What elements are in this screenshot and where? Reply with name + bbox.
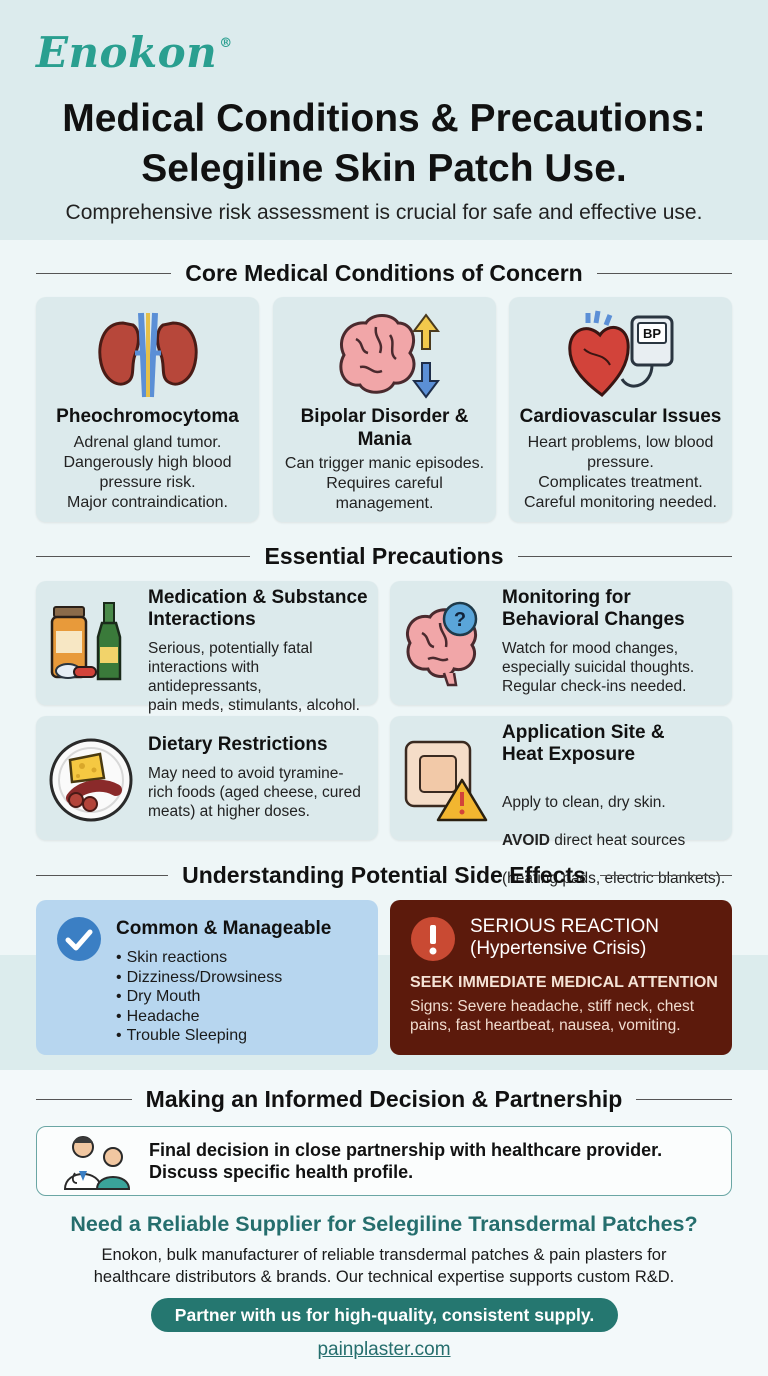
precaution-title: Monitoring for Behavioral Changes: [502, 587, 685, 630]
condition-description: Can trigger manic episodes. Requires car…: [284, 455, 485, 512]
side-effects-serious-title: SERIOUS REACTION (Hypertensive Crisis): [470, 916, 659, 959]
cta-heading: Need a Reliable Supplier for Selegiline …: [70, 1212, 698, 1236]
brain-question-icon: ?: [400, 597, 490, 687]
section-heading-decision: Making an Informed Decision & Partnershi…: [36, 1084, 733, 1114]
page-title-line-1: Medical Conditions & Precautions:: [62, 97, 706, 140]
side-effects-common-list: Skin reactions Dizziness/Drowsiness Dry …: [116, 948, 283, 1046]
checkmark-icon: [56, 916, 102, 967]
heart-bp-monitor-icon: BP: [509, 309, 732, 401]
cta-body: Enokon, bulk manufacturer of reliable tr…: [93, 1246, 675, 1286]
alert-icon: [410, 916, 456, 967]
precaution-description: May need to avoid tyramine- rich foods (…: [148, 765, 361, 820]
precaution-card-interactions: Medication & Substance Interactions Seri…: [36, 581, 378, 714]
precaution-card-diet: Dietary Restrictions May need to avoid t…: [36, 716, 378, 840]
side-effects-common-card: Common & Manageable Skin reactions Dizzi…: [36, 900, 378, 1055]
page-title: Medical Conditions & Precautions: Selegi…: [0, 94, 768, 194]
condition-card-cardiovascular: BP Cardiovascular Issues Heart problems,…: [509, 297, 732, 522]
doctor-patient-icon: [61, 1133, 133, 1191]
side-effects-common-title: Common & Manageable: [116, 918, 332, 939]
condition-title: Cardiovascular Issues: [519, 406, 722, 427]
brand-logo: Enokon®: [36, 28, 233, 77]
condition-card-pheochromocytoma: Pheochromocytoma Adrenal gland tumor. Da…: [36, 297, 259, 522]
condition-title: Bipolar Disorder & Mania: [300, 406, 469, 450]
precaution-description: Watch for mood changes, especially suici…: [502, 640, 695, 695]
food-plate-icon: [46, 732, 136, 822]
pills-bottle-icon: [46, 597, 136, 687]
website-link[interactable]: painplaster.com: [317, 1339, 451, 1360]
decision-box: Final decision in close partnership with…: [36, 1126, 732, 1196]
precaution-title: Dietary Restrictions: [148, 734, 328, 755]
serious-signs-text: Signs: Severe headache, stiff neck, ches…: [410, 998, 695, 1034]
side-effects-serious-card: SERIOUS REACTION (Hypertensive Crisis) S…: [390, 900, 732, 1055]
precaution-card-behavioral: ? Monitoring for Behavioral Changes Watc…: [390, 581, 732, 705]
header-band: [0, 0, 768, 240]
brain-arrows-icon: [273, 309, 496, 401]
precaution-description: Apply to clean, dry skin. AVOID direct h…: [502, 794, 726, 887]
condition-title: Pheochromocytoma: [56, 406, 239, 427]
bp-monitor-label: BP: [642, 326, 660, 341]
list-item: Headache: [116, 1007, 282, 1027]
decision-text: Final decision in close partnership with…: [149, 1140, 663, 1182]
page-title-line-2: Selegiline Skin Patch Use.: [141, 147, 627, 190]
condition-card-bipolar: Bipolar Disorder & Mania Can trigger man…: [273, 297, 496, 522]
section-heading-precautions: Essential Precautions: [36, 541, 733, 571]
precaution-card-application-site: Application Site & Heat Exposure Apply t…: [390, 716, 732, 887]
section-heading-core: Core Medical Conditions of Concern: [36, 258, 733, 288]
list-item: Skin reactions: [116, 948, 282, 968]
kidney-icon: [36, 309, 259, 401]
precaution-title: Medication & Substance Interactions: [148, 587, 368, 630]
avoid-emphasis: AVOID: [502, 832, 550, 849]
list-item: Trouble Sleeping: [116, 1026, 282, 1046]
section-heading-side-effects: Understanding Potential Side Effects: [36, 860, 732, 890]
condition-description: Heart problems, low blood pressure. Comp…: [523, 434, 717, 511]
list-item: Dizziness/Drowsiness: [116, 968, 283, 988]
svg-text:?: ?: [454, 609, 466, 631]
precaution-description: Serious, potentially fatal interactions …: [148, 640, 360, 714]
page-subtitle: Comprehensive risk assessment is crucial…: [65, 201, 703, 224]
partner-button[interactable]: Partner with us for high-quality, consis…: [151, 1298, 618, 1332]
patch-warning-icon: [400, 732, 490, 822]
list-item: Dry Mouth: [116, 987, 282, 1007]
condition-description: Adrenal gland tumor. Dangerously high bl…: [63, 434, 232, 511]
precaution-title: Application Site & Heat Exposure: [502, 722, 665, 765]
seek-attention-text: SEEK IMMEDIATE MEDICAL ATTENTION: [410, 974, 718, 991]
